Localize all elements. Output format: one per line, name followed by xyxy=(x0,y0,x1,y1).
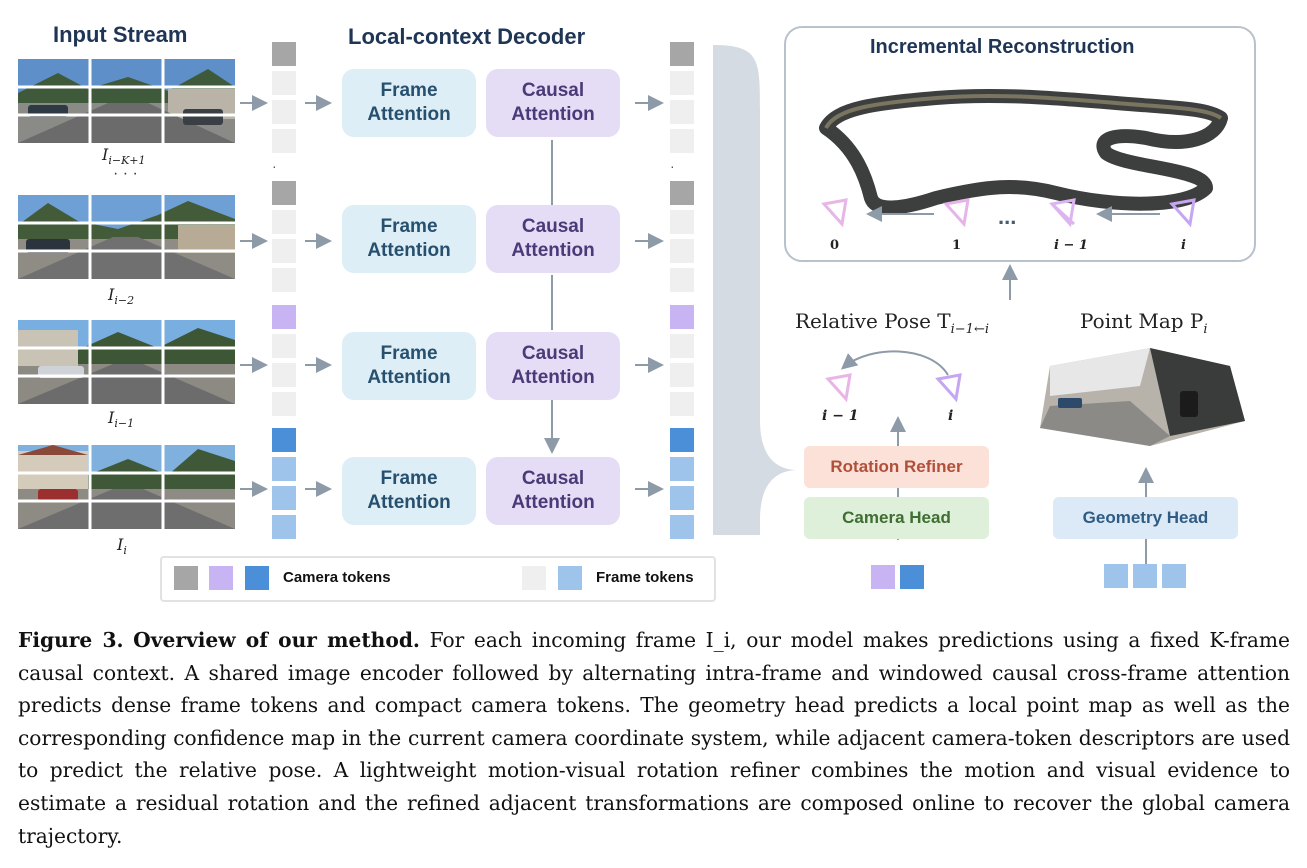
causal-attention-block: Causal Attention xyxy=(486,332,620,400)
frame-token xyxy=(272,129,296,153)
camera-token xyxy=(272,42,296,66)
frame-token xyxy=(272,457,296,481)
caption-body: For each incoming frame I_i, our model m… xyxy=(18,628,1290,848)
camera-token xyxy=(272,428,296,452)
legend-swatch-camera-purple xyxy=(209,566,233,590)
frame-attention-block: Frame Attention xyxy=(342,69,476,137)
frame-token xyxy=(272,392,296,416)
caption-title: Overview of our method. xyxy=(133,628,420,652)
camera-trajectory-icons xyxy=(821,198,1196,228)
camera-label-i-1: i − 1 xyxy=(1054,238,1088,253)
point-map-image xyxy=(1040,348,1245,446)
rotation-refiner-block: Rotation Refiner xyxy=(804,446,989,488)
frame-token xyxy=(670,515,694,539)
frame-token xyxy=(670,71,694,95)
pose-label-i-1: i − 1 xyxy=(822,408,859,424)
frame-token xyxy=(272,515,296,539)
frame-token xyxy=(272,334,296,358)
input-frame-image xyxy=(18,445,235,529)
camera-token xyxy=(670,181,694,205)
frame-token xyxy=(670,392,694,416)
geometry-head-input-token xyxy=(1104,564,1128,588)
camera-head-input-token xyxy=(871,565,895,589)
frame-attention-block: Frame Attention xyxy=(342,457,476,525)
frame-token xyxy=(670,486,694,510)
reconstruction-title: Incremental Reconstruction xyxy=(870,36,1135,58)
frame-token xyxy=(670,268,694,292)
legend-swatch-frame-blue xyxy=(558,566,582,590)
frame-token xyxy=(670,363,694,387)
frame-label-i: Ii xyxy=(117,535,127,558)
camera-head-block: Camera Head xyxy=(804,497,989,539)
camera-token xyxy=(670,305,694,329)
relative-pose-diagram xyxy=(825,350,962,403)
relative-pose-label: Relative Pose Ti−1←i xyxy=(795,309,989,337)
frame-ellipsis: · · · xyxy=(113,165,138,182)
legend-swatch-camera-gray xyxy=(174,566,198,590)
input-frame-image xyxy=(18,59,235,143)
token-legend: Camera tokens Frame tokens xyxy=(160,556,716,602)
camera-label-1: 1 xyxy=(952,238,962,253)
point-map-label: Point Map Pi xyxy=(1080,309,1208,337)
frame-token xyxy=(272,239,296,263)
input-stream-title: Input Stream xyxy=(53,22,188,47)
frame-attention-block: Frame Attention xyxy=(342,205,476,273)
frame-token xyxy=(670,129,694,153)
frame-token xyxy=(272,268,296,292)
frame-token xyxy=(670,239,694,263)
frame-label-i-1: Ii−1 xyxy=(108,408,135,431)
bracket-shape xyxy=(713,45,800,535)
frame-token xyxy=(670,210,694,234)
frame-token xyxy=(272,100,296,124)
camera-label-0: 0 xyxy=(830,238,840,253)
camera-token xyxy=(670,428,694,452)
frame-token xyxy=(272,71,296,95)
frame-token xyxy=(272,210,296,234)
legend-camera-tokens: Camera tokens xyxy=(283,569,391,586)
frame-token xyxy=(272,486,296,510)
reconstruction-ellipsis: ... xyxy=(998,204,1017,229)
trajectory-point-cloud xyxy=(819,88,1228,215)
legend-swatch-frame-light xyxy=(522,566,546,590)
geometry-head-input-token xyxy=(1133,564,1157,588)
camera-token xyxy=(670,42,694,66)
frame-token xyxy=(670,334,694,358)
caption-label: Figure 3. xyxy=(18,628,124,652)
frame-token xyxy=(670,100,694,124)
frame-label-i-k-1: Ii−K+1 xyxy=(102,145,146,168)
camera-label-i: i xyxy=(1181,238,1186,253)
reconstruction-panel: Incremental Reconstruction 0 1 ... i − 1… xyxy=(784,26,1256,262)
camera-token xyxy=(272,181,296,205)
causal-attention-block: Causal Attention xyxy=(486,205,620,273)
camera-token xyxy=(272,305,296,329)
input-frame-image xyxy=(18,195,235,279)
geometry-head-block: Geometry Head xyxy=(1053,497,1238,539)
frame-label-i-2: Ii−2 xyxy=(108,285,135,308)
causal-attention-block: Causal Attention xyxy=(486,457,620,525)
geometry-head-input-token xyxy=(1162,564,1186,588)
camera-head-input-token xyxy=(900,565,924,589)
pose-label-i: i xyxy=(948,408,954,424)
causal-attention-block: Causal Attention xyxy=(486,69,620,137)
frame-token xyxy=(272,363,296,387)
figure-caption: Figure 3. Overview of our method. For ea… xyxy=(18,624,1290,852)
frame-token xyxy=(670,457,694,481)
input-frame-image xyxy=(18,320,235,404)
decoder-title: Local-context Decoder xyxy=(348,24,586,49)
legend-frame-tokens: Frame tokens xyxy=(596,569,694,586)
frame-attention-block: Frame Attention xyxy=(342,332,476,400)
legend-swatch-camera-blue xyxy=(245,566,269,590)
